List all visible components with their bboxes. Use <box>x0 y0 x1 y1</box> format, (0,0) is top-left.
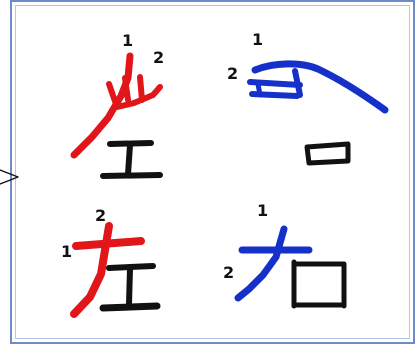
left-arrow-icon <box>0 170 18 184</box>
stroke-number-2: 2 <box>153 48 164 67</box>
stroke-number-1: 1 <box>252 30 263 49</box>
stroke-number-2: 2 <box>95 206 106 225</box>
bottom-left-character: 2 1 <box>61 206 157 314</box>
top-left-pictograph: 1 2 <box>74 31 164 176</box>
stroke-number-1: 1 <box>122 31 133 50</box>
stroke-number-2: 2 <box>227 64 238 83</box>
top-right-pictograph: 1 2 <box>227 30 385 163</box>
stroke-number-1: 1 <box>257 201 268 220</box>
bottom-right-character: 1 2 <box>223 201 344 306</box>
stroke-number-2: 2 <box>223 263 234 282</box>
stroke-number-1: 1 <box>61 242 72 261</box>
